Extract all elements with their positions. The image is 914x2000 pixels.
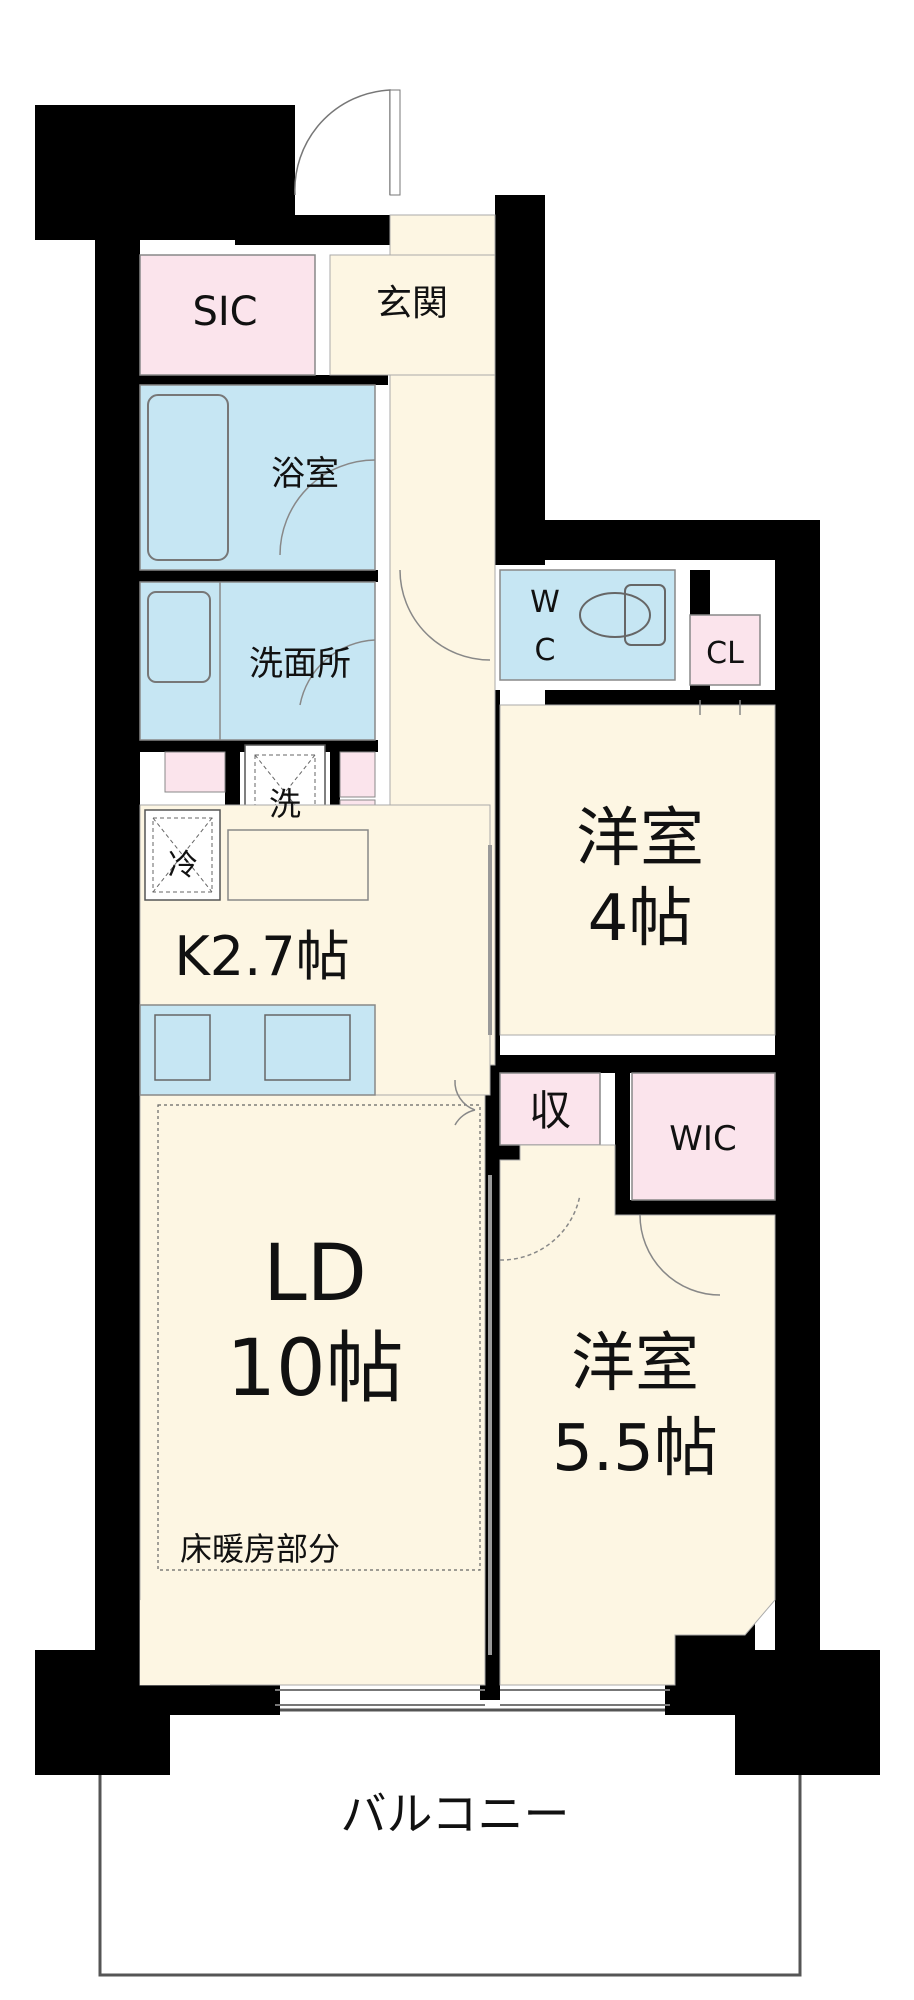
label-wic: WIC xyxy=(669,1119,736,1159)
label-western2-name: 洋室 xyxy=(571,1327,699,1401)
walk-in-closet xyxy=(631,1072,776,1201)
ld-floor xyxy=(139,1094,486,1686)
label-fridge: 冷 xyxy=(168,848,198,883)
label-entrance: 玄関 xyxy=(376,283,448,324)
floor-heating-region xyxy=(157,1104,481,1571)
western-room-1-floor xyxy=(499,704,776,1036)
washroom-area xyxy=(139,581,376,741)
western-room-2-floor xyxy=(499,1144,776,1686)
label-ld-name: LD xyxy=(263,1229,367,1319)
fridge-space xyxy=(144,809,221,901)
label-storage: 収 xyxy=(529,1086,571,1135)
label-western1-size: 4帖 xyxy=(588,882,693,956)
label-western1-name: 洋室 xyxy=(576,802,704,876)
label-ld-size: 10帖 xyxy=(226,1324,403,1414)
label-wc-w: W xyxy=(530,585,560,620)
label-washer: 洗 xyxy=(269,785,301,823)
bathroom-area xyxy=(139,384,376,571)
label-closet: CL xyxy=(706,636,744,671)
label-floor-heating: 床暖房部分 xyxy=(180,1530,340,1568)
kitchen-counter xyxy=(139,1004,376,1096)
closet-cl xyxy=(689,614,761,686)
label-sic: SIC xyxy=(192,289,257,335)
label-balcony: バルコニー xyxy=(340,1787,569,1841)
storage-shu xyxy=(499,1072,601,1146)
label-wc-c: C xyxy=(535,633,556,668)
windows xyxy=(275,1689,670,1706)
sic-area xyxy=(139,254,316,376)
label-kitchen: K2.7帖 xyxy=(174,925,349,988)
label-bathroom: 浴室 xyxy=(271,454,339,494)
label-western2-size: 5.5帖 xyxy=(552,1412,718,1486)
walls xyxy=(35,105,880,1775)
wc-area xyxy=(499,569,676,681)
balcony-area xyxy=(98,1708,802,1977)
label-washroom: 洗面所 xyxy=(249,644,351,684)
